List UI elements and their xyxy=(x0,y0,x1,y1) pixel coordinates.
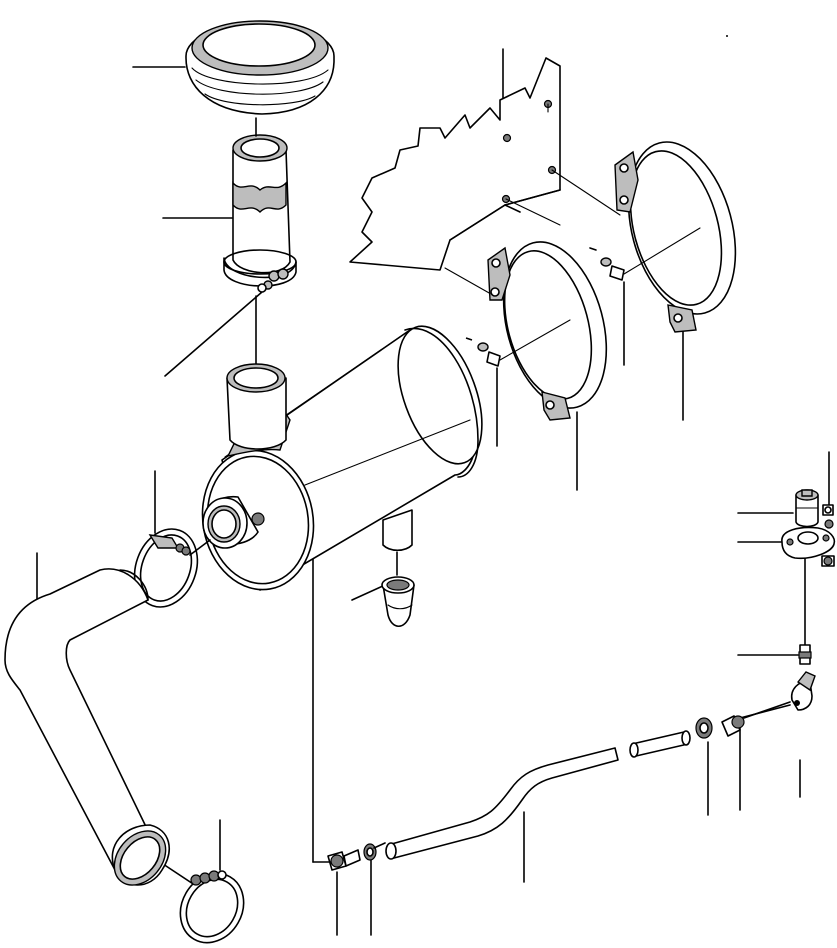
precleaner-cap xyxy=(185,20,335,115)
stray-mark xyxy=(726,35,728,37)
connector-fittings xyxy=(327,842,386,871)
outlet-hose-clamp xyxy=(133,528,211,608)
leader-lines xyxy=(36,48,830,936)
small-fitting xyxy=(798,644,812,665)
air-cleaner-body xyxy=(201,325,483,591)
indicator-adapter xyxy=(781,519,836,567)
elbow-fitting xyxy=(790,671,816,711)
tube xyxy=(385,747,619,860)
hose-clamp-bottom xyxy=(179,870,245,944)
intake-pipe xyxy=(223,134,297,293)
dust-valve xyxy=(381,576,415,628)
mounting-band-rear xyxy=(499,141,737,361)
mounting-bracket xyxy=(349,57,621,299)
leader-dust-valve xyxy=(351,584,386,601)
leader-pipe-clamp-top xyxy=(164,291,263,377)
dust-indicator xyxy=(795,489,834,528)
mounting-band-front xyxy=(465,241,608,421)
intake-elbow-hose xyxy=(4,568,170,886)
right-fittings xyxy=(695,701,791,739)
hose-sleeve xyxy=(629,730,691,758)
